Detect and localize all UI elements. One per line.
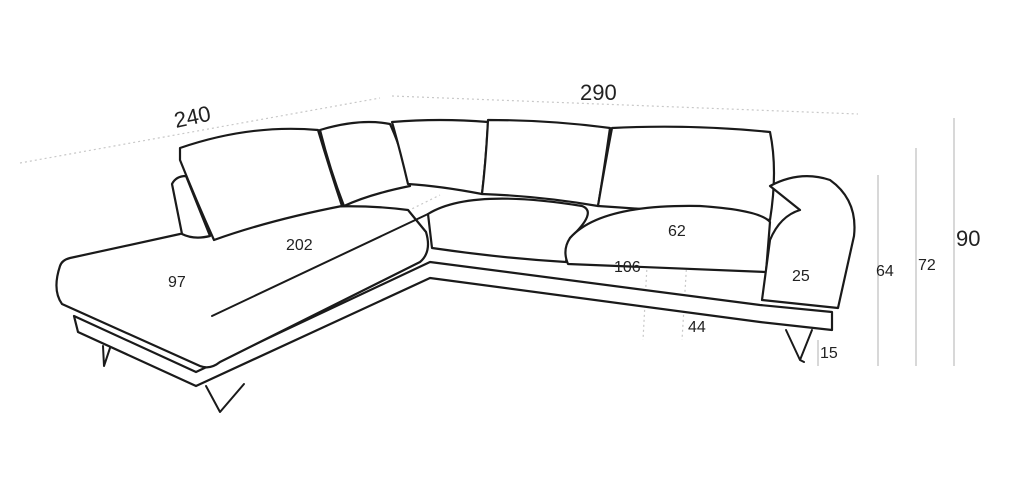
label-chaise-seat-length: 202	[286, 237, 313, 254]
seat-cushion-right	[564, 204, 772, 274]
label-leg-height: 15	[820, 345, 838, 362]
label-seat-width-module: 106	[614, 259, 641, 276]
label-armrest-width: 25	[792, 268, 810, 285]
back-cushion-5	[596, 125, 776, 222]
seat-cushion-middle	[426, 197, 589, 264]
label-seat-depth: 62	[668, 223, 686, 240]
chaise-side-panel	[170, 174, 212, 239]
label-total-height: 90	[956, 226, 980, 251]
sofa-base-frame	[72, 260, 834, 388]
label-back-height: 72	[918, 257, 936, 274]
leg-right	[785, 329, 813, 363]
sofa-outline	[55, 118, 856, 413]
leg-middle	[205, 383, 245, 413]
back-cushion-2	[318, 120, 412, 208]
chaise-cushion	[55, 205, 430, 369]
back-cushion-4	[480, 118, 612, 208]
chaise-front-edge	[211, 213, 429, 317]
leg-left	[102, 345, 111, 367]
label-chaise-seat-width: 97	[168, 274, 186, 291]
right-armrest	[760, 175, 856, 310]
back-cushion-1	[178, 127, 344, 242]
label-chaise-length: 240	[172, 101, 213, 133]
label-total-width: 290	[580, 80, 617, 105]
label-seat-height: 44	[688, 319, 706, 336]
label-armrest-height: 64	[876, 263, 894, 280]
